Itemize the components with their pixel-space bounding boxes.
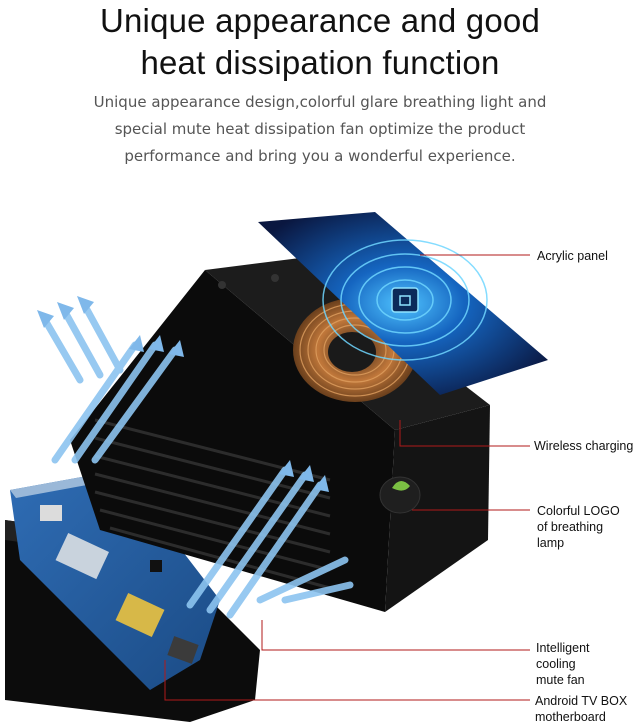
callout-logo-line-3: lamp bbox=[537, 536, 565, 550]
subtitle-line-1: Unique appearance design,colorful glare … bbox=[93, 93, 547, 111]
airflow-arrowheads bbox=[37, 296, 329, 492]
headline-line-1: Unique appearance and good bbox=[99, 2, 541, 39]
callout-wireless-charging: Wireless charging bbox=[534, 439, 634, 453]
callout-logo: Colorful LOGO of breathing lamp bbox=[537, 503, 620, 551]
callout-motherboard-line-1: Android TV BOX bbox=[535, 694, 628, 708]
callout-fan-line-3: mute fan bbox=[536, 673, 585, 687]
subtitle: Unique appearance design,colorful glare … bbox=[0, 89, 640, 170]
callout-acrylic-panel: Acrylic panel bbox=[537, 249, 608, 263]
callout-fan: Intelligent cooling mute fan bbox=[536, 640, 590, 688]
acrylic-panel bbox=[258, 212, 548, 395]
headline: Unique appearance and good heat dissipat… bbox=[0, 0, 640, 84]
subtitle-line-2: special mute heat dissipation fan optimi… bbox=[114, 120, 526, 138]
callout-motherboard: Android TV BOX motherboard bbox=[535, 693, 627, 725]
callout-logo-line-2: of breathing bbox=[537, 520, 604, 534]
callout-logo-line-1: Colorful LOGO bbox=[537, 504, 620, 518]
subtitle-line-3: performance and bring you a wonderful ex… bbox=[124, 147, 516, 165]
airflow-arrows bbox=[41, 302, 354, 619]
motherboard bbox=[10, 470, 220, 690]
callout-fan-line-2: cooling bbox=[536, 657, 576, 671]
product-exploded-view bbox=[5, 212, 548, 722]
callout-motherboard-line-2: motherboard bbox=[535, 710, 606, 724]
callout-lines bbox=[164, 254, 530, 701]
callout-fan-line-1: Intelligent bbox=[536, 641, 590, 655]
headline-line-2: heat dissipation function bbox=[140, 44, 500, 81]
